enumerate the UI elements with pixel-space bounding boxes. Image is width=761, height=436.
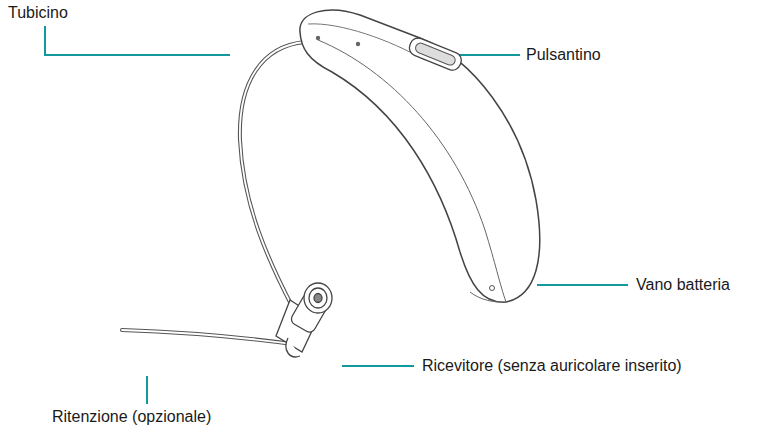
leader-lines bbox=[45, 26, 628, 404]
part-label: Vano batteria bbox=[634, 276, 732, 294]
part-label: Pulsantino bbox=[524, 46, 603, 64]
retention-wire bbox=[122, 330, 300, 345]
hearing-aid-body bbox=[300, 10, 540, 302]
part-label: Ricevitore (senza auricolare inserito) bbox=[420, 357, 684, 375]
leader-line bbox=[146, 376, 148, 404]
push-button bbox=[407, 36, 464, 73]
part-label: Tubicino bbox=[6, 4, 70, 22]
battery-door bbox=[470, 292, 506, 302]
leader-line bbox=[537, 284, 628, 286]
leader-line bbox=[45, 26, 230, 55]
leader-line bbox=[342, 365, 414, 367]
part-label: Ritenzione (opzionale) bbox=[50, 408, 213, 426]
receiver bbox=[276, 283, 332, 357]
tube bbox=[240, 42, 305, 308]
